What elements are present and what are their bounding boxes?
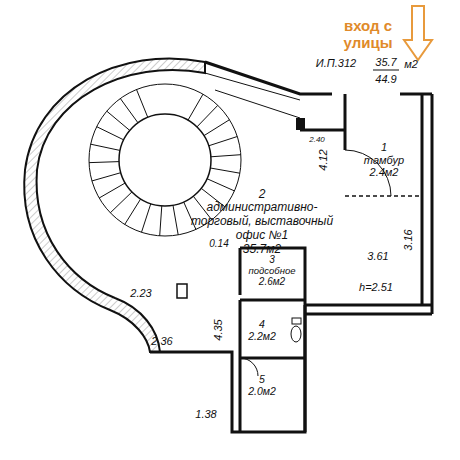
stair-step xyxy=(120,99,138,123)
area-unit: м2 xyxy=(404,58,418,70)
dimension: 2.40 xyxy=(309,136,325,145)
dimension: 1.38 xyxy=(195,408,216,420)
stair-step xyxy=(204,120,229,136)
dimension: 3.16 xyxy=(402,229,414,250)
dimension: 0.14 xyxy=(209,238,228,249)
room-number: 5 xyxy=(259,373,265,385)
room-number: 1 xyxy=(381,141,387,154)
tambour-line xyxy=(345,195,422,197)
room-text: 2.0м2 xyxy=(248,385,276,397)
stair-step xyxy=(207,179,234,191)
ceiling-height: h=2.51 xyxy=(359,281,393,293)
stair-step xyxy=(197,105,218,127)
stair-step xyxy=(211,155,241,157)
room: 3подсобное2.6м2 xyxy=(247,253,298,289)
column xyxy=(177,284,187,298)
door-swing xyxy=(240,358,258,376)
fraction-line xyxy=(373,70,399,71)
walls xyxy=(150,62,432,432)
stair-step xyxy=(110,192,132,213)
stair-step xyxy=(188,94,203,120)
room: 2административно-торговый, выставочный о… xyxy=(180,187,344,258)
stair-step xyxy=(210,168,240,173)
room-text: административно-торговый, выставочный оф… xyxy=(182,201,342,242)
dimension: 4.12 xyxy=(317,149,329,170)
stair-step xyxy=(92,173,121,181)
stair-run xyxy=(205,73,300,118)
premises-number: И.П.312 xyxy=(316,57,356,69)
area-value: 44.9 xyxy=(375,73,396,85)
toilet-symbol xyxy=(291,318,301,342)
dimension: 2.23 xyxy=(130,287,151,299)
room-text: 2.2м2 xyxy=(248,330,276,342)
room-number: 2 xyxy=(259,188,266,202)
room-text: 2.6м2 xyxy=(259,276,285,288)
room: 42.2м2 xyxy=(246,317,278,343)
stair-step xyxy=(99,183,125,198)
room-text: подсобное xyxy=(249,266,296,277)
room-text: тамбур xyxy=(364,154,404,167)
stair-step xyxy=(125,199,141,224)
stair-step xyxy=(137,90,148,118)
room-text: 35.7м2 xyxy=(243,243,281,257)
entrance-label: вход с улицы xyxy=(328,18,408,51)
stair-step xyxy=(107,111,130,130)
room-text: 2.4м2 xyxy=(370,166,399,179)
dimension: 3.61 xyxy=(367,250,388,262)
stair-step xyxy=(173,205,178,235)
room: 52.0м2 xyxy=(246,372,278,398)
stair-step xyxy=(209,137,238,146)
stair-step xyxy=(89,162,119,163)
room-number: 4 xyxy=(259,318,265,330)
area-value: 35.7 xyxy=(375,56,396,68)
stair-step xyxy=(142,204,151,233)
room-number: 3 xyxy=(269,254,275,266)
dimension: 2.36 xyxy=(151,335,172,347)
room: 1тамбур2.4м2 xyxy=(362,140,406,180)
column xyxy=(296,118,305,130)
entrance-arrow xyxy=(404,6,432,60)
stair-step xyxy=(160,206,162,236)
stair-step xyxy=(91,144,120,150)
dimension: 4.35 xyxy=(212,319,224,340)
stair-step xyxy=(97,127,124,140)
